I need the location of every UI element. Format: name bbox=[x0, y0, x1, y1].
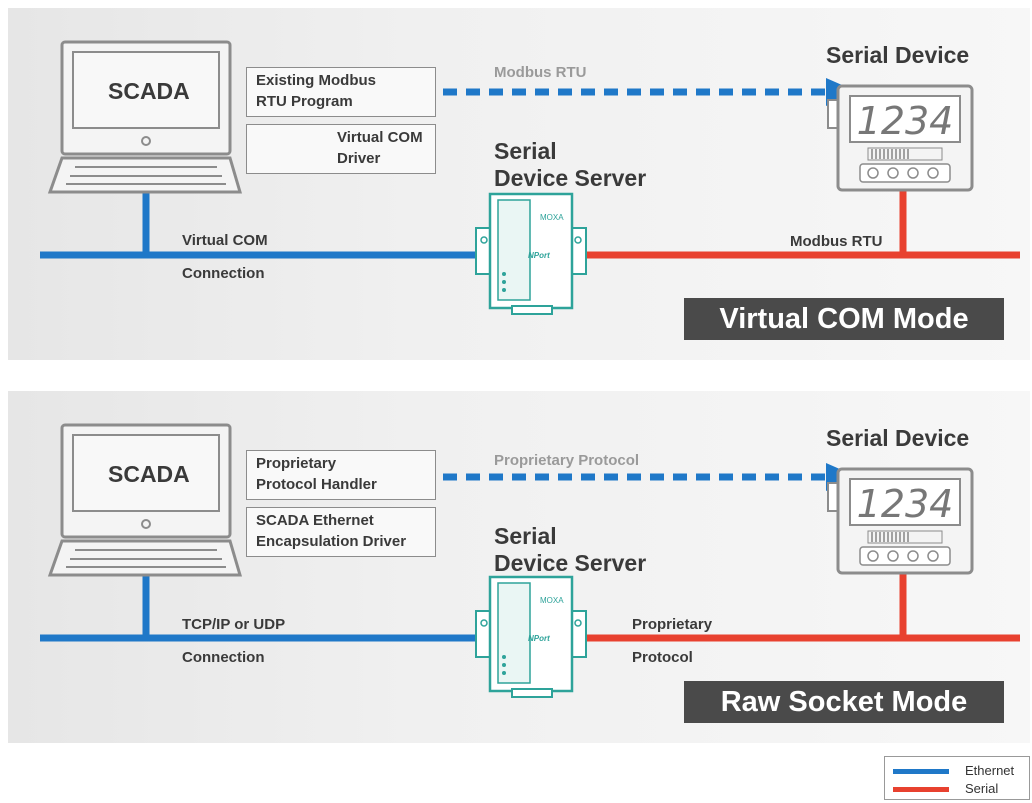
device-server-icon: MOXA NPort bbox=[475, 575, 587, 698]
legend-ethernet-swatch bbox=[893, 769, 949, 774]
right-link-label: Modbus RTU bbox=[790, 233, 883, 250]
device-server-icon: MOXA NPort bbox=[475, 192, 587, 315]
computer-icon bbox=[47, 423, 243, 577]
display-readout: 1234 bbox=[857, 99, 954, 143]
server-label-line-2: Device Server bbox=[494, 165, 647, 191]
legend-ethernet-label: Ethernet bbox=[965, 763, 1015, 778]
server-label-line-1: Serial bbox=[494, 523, 557, 549]
program-box-line-1: Proprietary bbox=[256, 455, 337, 472]
serial-device-icon: 1234 bbox=[827, 84, 974, 192]
server-label-line-1: Serial bbox=[494, 138, 557, 164]
serial-device-label: Serial Device bbox=[826, 42, 970, 68]
program-box-line-2: Protocol Handler bbox=[256, 476, 377, 493]
scada-label: SCADA bbox=[108, 461, 190, 487]
driver-box-line-1: Virtual COM bbox=[337, 129, 423, 146]
driver-box-line-2: Encapsulation Driver bbox=[256, 533, 407, 550]
dashed-link-label: Proprietary Protocol bbox=[494, 452, 640, 469]
left-link-label-line-2: Connection bbox=[182, 649, 265, 666]
right-link-label-line-1: Proprietary bbox=[632, 616, 713, 633]
legend-serial-swatch bbox=[893, 787, 949, 792]
display-readout: 1234 bbox=[857, 482, 954, 526]
left-link-label-line-1: Virtual COM bbox=[182, 232, 268, 249]
scada-label: SCADA bbox=[108, 78, 190, 104]
dashed-link-label: Modbus RTU bbox=[494, 64, 587, 81]
left-link-label-line-1: TCP/IP or UDP bbox=[182, 616, 286, 633]
serial-device-icon: 1234 bbox=[827, 467, 974, 575]
driver-box: Virtual COM Driver bbox=[246, 124, 436, 174]
driver-box: SCADA Ethernet Encapsulation Driver bbox=[246, 507, 436, 557]
program-box: Existing Modbus RTU Program bbox=[246, 67, 436, 117]
mode-label: Raw Socket Mode bbox=[684, 681, 1004, 723]
legend: Ethernet Serial bbox=[884, 756, 1030, 800]
server-label-line-2: Device Server bbox=[494, 550, 647, 576]
left-link-label-line-2: Connection bbox=[182, 265, 265, 282]
right-link-label-line-2: Protocol bbox=[632, 649, 693, 666]
device-model: NPort bbox=[528, 634, 550, 643]
legend-serial-label: Serial bbox=[965, 781, 999, 796]
serial-device-label: Serial Device bbox=[826, 425, 970, 451]
program-box-line-2: RTU Program bbox=[256, 93, 353, 110]
device-model: NPort bbox=[528, 251, 550, 260]
program-box: Proprietary Protocol Handler bbox=[246, 450, 436, 500]
driver-box-line-1: SCADA Ethernet bbox=[256, 512, 374, 529]
device-brand: MOXA bbox=[540, 213, 564, 222]
program-box-line-1: Existing Modbus bbox=[256, 72, 376, 89]
mode-label: Virtual COM Mode bbox=[684, 298, 1004, 340]
computer-icon bbox=[47, 40, 243, 194]
driver-box-line-2: Driver bbox=[337, 150, 381, 167]
device-brand: MOXA bbox=[540, 596, 564, 605]
